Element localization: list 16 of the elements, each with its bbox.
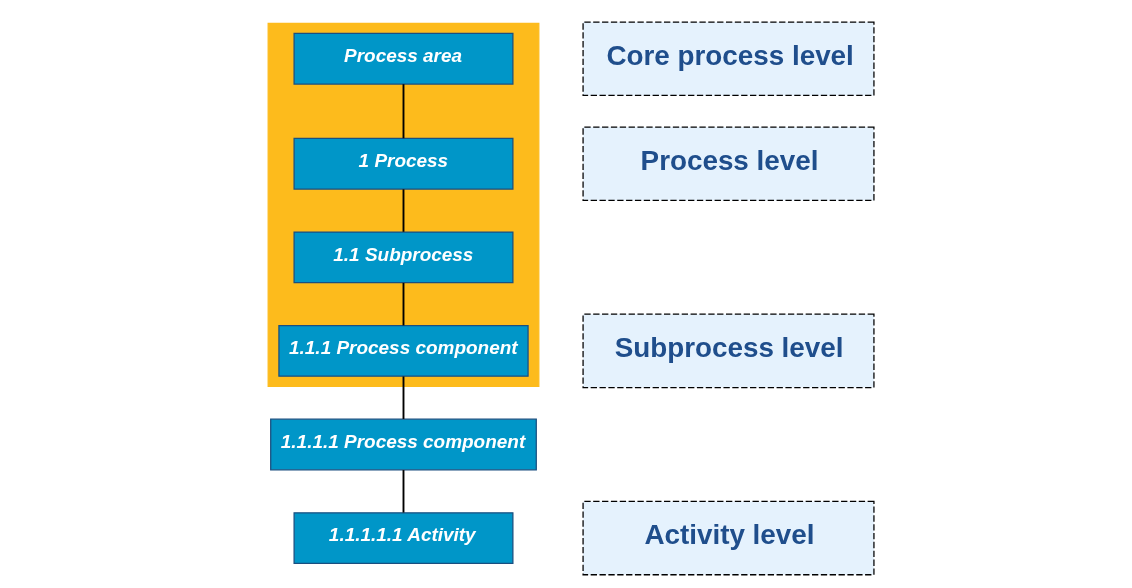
node-box: 1 Process	[293, 137, 514, 190]
connector	[402, 281, 405, 327]
node-box: Process level	[582, 126, 875, 202]
connector	[402, 188, 405, 233]
node-box: 1.1.1.1.1 Activity	[293, 512, 514, 564]
connector	[402, 469, 405, 514]
node-box: 1.1.1.1 Process component	[270, 418, 537, 471]
connector	[402, 83, 405, 140]
node-box: Activity level	[582, 500, 875, 576]
node-box: Core process level	[582, 21, 875, 97]
connector	[402, 375, 405, 420]
node-box: 1.1.1 Process component	[278, 325, 529, 377]
cluster	[267, 22, 540, 387]
node-box: Subprocess level	[582, 313, 875, 389]
node-box: 1.1 Subprocess	[293, 231, 514, 284]
node-box: Process area	[293, 32, 514, 85]
